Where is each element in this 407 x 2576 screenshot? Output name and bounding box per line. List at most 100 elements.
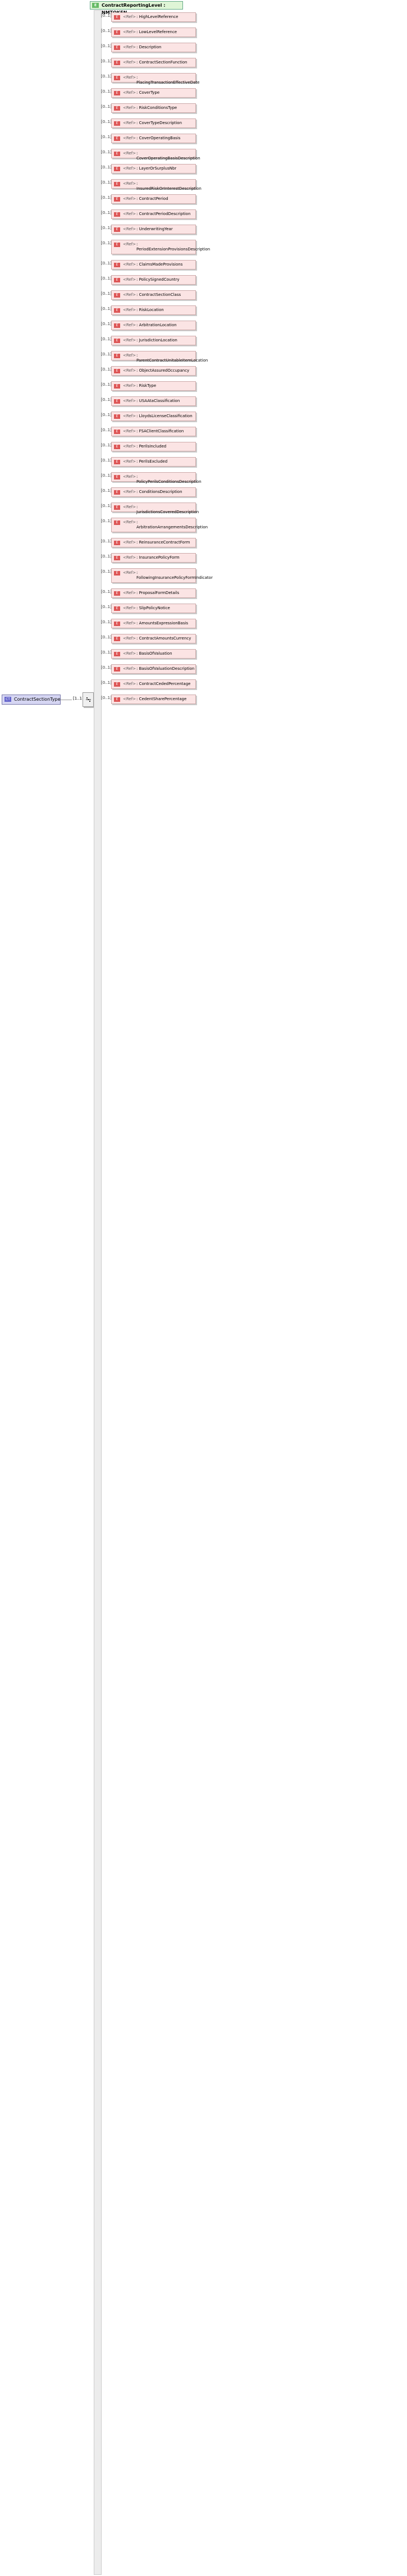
element-cardinality: [0..1] bbox=[101, 352, 112, 357]
element-reference[interactable]: E<Ref>: RiskConditionsType bbox=[111, 103, 196, 113]
element-name: : PolicyPerilsConditionsDescription bbox=[136, 474, 202, 484]
element-icon: E bbox=[114, 136, 120, 141]
element-cardinality: [0..1] bbox=[101, 89, 112, 94]
element-name: : CoverOperatingBasis bbox=[136, 136, 181, 140]
element-name: : RiskLocation bbox=[136, 308, 164, 312]
complex-type[interactable]: CT ContractSectionType bbox=[2, 695, 61, 705]
element-reference[interactable]: E<Ref>: PerilsIncluded bbox=[111, 442, 196, 451]
element-reference[interactable]: E<Ref>: ClaimsMadeProvisions bbox=[111, 260, 196, 270]
element-reference[interactable]: E<Ref>: CedentSharePercentage bbox=[111, 695, 196, 704]
element-reference[interactable]: E<Ref>: ParentContractUnitableItemLocati… bbox=[111, 351, 208, 363]
element-reference[interactable]: E<Ref>: CoverTypeDescription bbox=[111, 118, 196, 128]
element-reference[interactable]: E<Ref>: ArbitrationArrangementsDescripti… bbox=[111, 518, 208, 532]
element-reference[interactable]: E<Ref>: ContractPeriod bbox=[111, 194, 196, 204]
element-cardinality: [0..1] bbox=[101, 398, 112, 402]
ref-label: <Ref> bbox=[123, 293, 136, 297]
element-reference[interactable]: E<Ref>: CoverOperatingBasisDescription bbox=[111, 149, 200, 161]
element-reference[interactable]: E<Ref>: InsuredRiskOrInterestDescription bbox=[111, 179, 202, 191]
element-reference[interactable]: E<Ref>: BasisOfValuation bbox=[111, 649, 196, 659]
ref-label: <Ref> bbox=[123, 399, 136, 403]
element-reference[interactable]: E<Ref>: InsurancePolicyForm bbox=[111, 553, 196, 563]
element-cardinality: [0..1] bbox=[101, 554, 112, 559]
complex-type-icon: CT bbox=[4, 697, 11, 702]
element-reference[interactable]: E<Ref>: LayerOrSurplusNbr bbox=[111, 164, 196, 173]
ref-label: <Ref> bbox=[123, 242, 136, 246]
element-reference[interactable]: E<Ref>: LowLevelReference bbox=[111, 28, 196, 37]
element-reference[interactable]: E<Ref>: PolicySignedCountry bbox=[111, 275, 196, 285]
element-reference[interactable]: E<Ref>: ContractSectionClass bbox=[111, 290, 196, 300]
ref-label: <Ref> bbox=[123, 429, 136, 433]
ref-label: <Ref> bbox=[123, 60, 136, 65]
element-name: : CoverTypeDescription bbox=[136, 121, 182, 125]
element-reference[interactable]: E<Ref>: FollowingInsurancePolicyFormIndi… bbox=[111, 568, 213, 583]
element-name: : FSAClientClassification bbox=[136, 429, 184, 433]
element-icon: E bbox=[114, 293, 120, 298]
element-name: : BasisOfValuationDescription bbox=[136, 666, 195, 671]
element-reference[interactable]: E<Ref>: PlacingTransactionEffectiveDate bbox=[111, 73, 199, 85]
element-icon: E bbox=[114, 323, 120, 328]
element-cardinality: [0..1] bbox=[101, 276, 112, 281]
element-icon: E bbox=[114, 30, 120, 35]
element-reference[interactable]: E<Ref>: ReinsuranceContractForm bbox=[111, 538, 196, 547]
ref-label: <Ref> bbox=[123, 682, 136, 686]
element-reference[interactable]: E<Ref>: ObjectAssuredOccupancy bbox=[111, 366, 196, 376]
ref-label: <Ref> bbox=[123, 90, 136, 95]
element-icon: E bbox=[114, 152, 120, 156]
element-name: : ArbitrationArrangementsDescription bbox=[136, 520, 208, 529]
element-name: : LloydsLicenseClassification bbox=[136, 414, 193, 418]
element-reference[interactable]: E<Ref>: USAAtaClassification bbox=[111, 396, 196, 406]
ref-label: <Ref> bbox=[123, 555, 136, 560]
element-reference[interactable]: E<Ref>: UnderwritingYear bbox=[111, 225, 196, 234]
element-cardinality: [0..1] bbox=[101, 605, 112, 609]
element-reference[interactable]: E<Ref>: ContractCededPercentage bbox=[111, 679, 196, 689]
element-cardinality: [0..1] bbox=[101, 539, 112, 543]
element-reference[interactable]: E<Ref>: LloydsLicenseClassification bbox=[111, 412, 196, 421]
element-name: : LayerOrSurplusNbr bbox=[136, 166, 177, 171]
element-reference[interactable]: E<Ref>: SlipPolicyNotice bbox=[111, 604, 196, 613]
element-cardinality: [0..1] bbox=[101, 74, 112, 79]
ref-label: <Ref> bbox=[123, 591, 136, 595]
element-icon: E bbox=[114, 45, 120, 50]
element-icon: E bbox=[114, 637, 120, 641]
element-reference[interactable]: E<Ref>: ArbitrationLocation bbox=[111, 321, 196, 330]
element-cardinality: [0..1] bbox=[101, 428, 112, 432]
ref-label: <Ref> bbox=[123, 15, 136, 19]
ref-label: <Ref> bbox=[123, 414, 136, 418]
element-cardinality: [0..1] bbox=[101, 504, 112, 508]
ref-label: <Ref> bbox=[123, 45, 136, 49]
element-reference[interactable]: E<Ref>: AmountsExpressionBasis bbox=[111, 619, 196, 628]
element-reference[interactable]: E<Ref>: ConditionsDescription bbox=[111, 487, 196, 497]
element-reference[interactable]: E<Ref>: ContractSectionFunction bbox=[111, 58, 196, 67]
element-reference[interactable]: E<Ref>: RiskLocation bbox=[111, 305, 196, 315]
element-icon: E bbox=[114, 369, 120, 373]
element-cardinality: [0..1] bbox=[101, 620, 112, 624]
element-icon: E bbox=[114, 227, 120, 232]
ref-label: <Ref> bbox=[123, 323, 136, 327]
element-reference[interactable]: E<Ref>: BasisOfValuationDescription bbox=[111, 664, 196, 674]
element-reference[interactable]: E<Ref>: JurisdictionsCoveredDescription bbox=[111, 503, 199, 514]
element-cardinality: [0..1] bbox=[101, 680, 112, 685]
element-reference[interactable]: E<Ref>: PerilsExcluded bbox=[111, 457, 196, 467]
element-reference[interactable]: E<Ref>: ContractAmountsCurrency bbox=[111, 634, 196, 643]
element-reference[interactable]: E<Ref>: HighLevelReference bbox=[111, 12, 196, 22]
element-icon: E bbox=[114, 571, 120, 576]
element-icon: E bbox=[114, 308, 120, 313]
ref-label: <Ref> bbox=[123, 151, 136, 156]
element-reference[interactable]: E<Ref>: CoverType bbox=[111, 88, 196, 98]
element-icon: E bbox=[114, 505, 120, 510]
element-name: : HighLevelReference bbox=[136, 15, 179, 19]
sequence-compositor[interactable] bbox=[83, 692, 94, 707]
element-cardinality: [0..1] bbox=[101, 150, 112, 154]
element-reference[interactable]: E<Ref>: CoverOperatingBasis bbox=[111, 134, 196, 143]
element-reference[interactable]: E<Ref>: ContractPeriodDescription bbox=[111, 209, 196, 219]
element-cardinality: [0..1] bbox=[101, 488, 112, 493]
element-reference[interactable]: E<Ref>: PeriodExtensionProvisionsDescrip… bbox=[111, 240, 210, 254]
element-icon: E bbox=[114, 556, 120, 560]
element-reference[interactable]: E<Ref>: PolicyPerilsConditionsDescriptio… bbox=[111, 472, 202, 484]
element-reference[interactable]: E<Ref>: FSAClientClassification bbox=[111, 427, 196, 436]
element-reference[interactable]: E<Ref>: Description bbox=[111, 43, 196, 52]
element-reference[interactable]: E<Ref>: JurisdictionLocation bbox=[111, 336, 196, 345]
root-element[interactable]: E ContractReportingLevel : NMTOKEN bbox=[90, 1, 183, 15]
element-reference[interactable]: E<Ref>: RiskType bbox=[111, 381, 196, 391]
element-reference[interactable]: E<Ref>: ProposalFormDetails bbox=[111, 588, 196, 598]
